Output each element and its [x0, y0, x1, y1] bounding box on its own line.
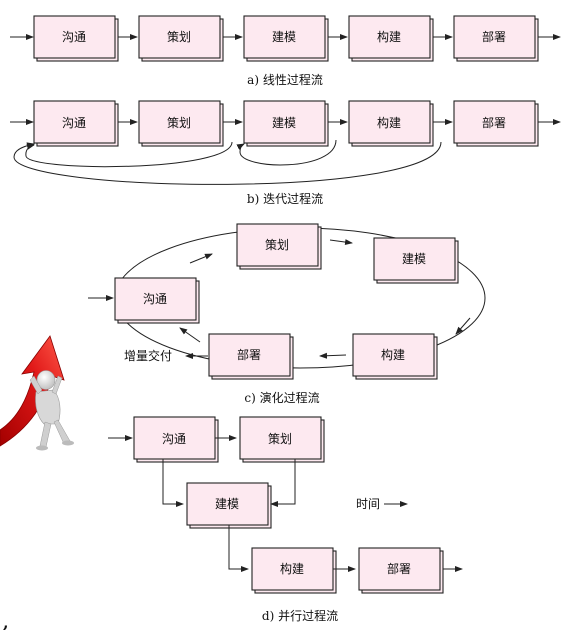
iterative-loop-large [13, 141, 442, 185]
linear-modeling-box: 建模 [243, 15, 329, 62]
linear-planning-box: 策划 [138, 15, 224, 62]
linear-construction-label: 构建 [377, 29, 401, 44]
parallel-deployment-box: 部署 [358, 547, 444, 594]
iterative-planning-box: 策划 [138, 100, 224, 147]
evolutionary-planning-box: 策划 [236, 223, 322, 270]
iterative-caption: b) 迭代过程流 [247, 191, 323, 206]
incremental-delivery-label: 增量交付 [124, 348, 172, 363]
evolutionary-planning-label: 策划 [265, 238, 289, 252]
evolutionary-construction-box: 构建 [352, 333, 438, 380]
evolutionary-construction-label: 构建 [381, 347, 405, 362]
evolutionary-modeling-box: 建模 [373, 237, 459, 284]
evolutionary-deployment-box: 部署 [208, 333, 294, 380]
linear-modeling-label: 建模 [272, 30, 296, 44]
iterative-planning-label: 策划 [167, 116, 191, 130]
iterative-construction-box: 构建 [348, 100, 434, 147]
parallel-communication-label: 沟通 [162, 432, 186, 446]
parallel-planning-label: 策划 [268, 432, 292, 446]
iterative-construction-label: 构建 [377, 115, 401, 130]
stray-comma-mark: , [3, 613, 9, 630]
linear-deployment-label: 部署 [482, 29, 506, 44]
parallel-communication-box: 沟通 [133, 416, 219, 463]
parallel-caption: d) 并行过程流 [262, 608, 338, 623]
parallel-construction-box: 构建 [251, 547, 337, 594]
linear-communication-box: 沟通 [33, 15, 119, 62]
iterative-deployment-label: 部署 [482, 115, 506, 130]
linear-deployment-box: 部署 [453, 15, 539, 62]
evolutionary-deployment-label: 部署 [237, 347, 261, 362]
iterative-communication-box: 沟通 [33, 100, 119, 147]
iterative-communication-label: 沟通 [62, 116, 86, 130]
parallel-flow: 沟通 策划 建模 构建 部署 时间 d) 并行过 [108, 416, 463, 623]
linear-construction-box: 构建 [348, 15, 434, 62]
person-pushing-red-arrow-illustration [0, 330, 80, 455]
evolutionary-caption: c) 演化过程流 [244, 390, 319, 405]
evolutionary-communication-box: 沟通 [114, 277, 200, 324]
parallel-modeling-box: 建模 [186, 482, 272, 529]
parallel-deployment-label: 部署 [387, 561, 411, 576]
linear-communication-label: 沟通 [62, 30, 86, 44]
parallel-planning-box: 策划 [239, 416, 325, 463]
linear-planning-label: 策划 [167, 30, 191, 44]
evolutionary-flow: 沟通 策划 建模 构建 部署 增量交付 c) 演化过程流 [88, 223, 486, 405]
linear-flow: 沟通 策划 建模 构建 部署 a) 线性过程流 [10, 15, 561, 87]
iterative-modeling-box: 建模 [243, 100, 329, 147]
iterative-flow: 沟通 策划 建模 构建 部署 b) 迭代过程流 [10, 100, 561, 206]
iterative-deployment-box: 部署 [453, 100, 539, 147]
parallel-construction-label: 构建 [280, 561, 304, 576]
iterative-modeling-label: 建模 [272, 116, 296, 130]
time-label: 时间 [356, 497, 380, 511]
iterative-loop-medium [236, 139, 337, 166]
parallel-modeling-label: 建模 [215, 497, 239, 511]
evolutionary-communication-label: 沟通 [143, 292, 167, 306]
linear-caption: a) 线性过程流 [247, 72, 323, 87]
evolutionary-modeling-label: 建模 [402, 252, 426, 266]
